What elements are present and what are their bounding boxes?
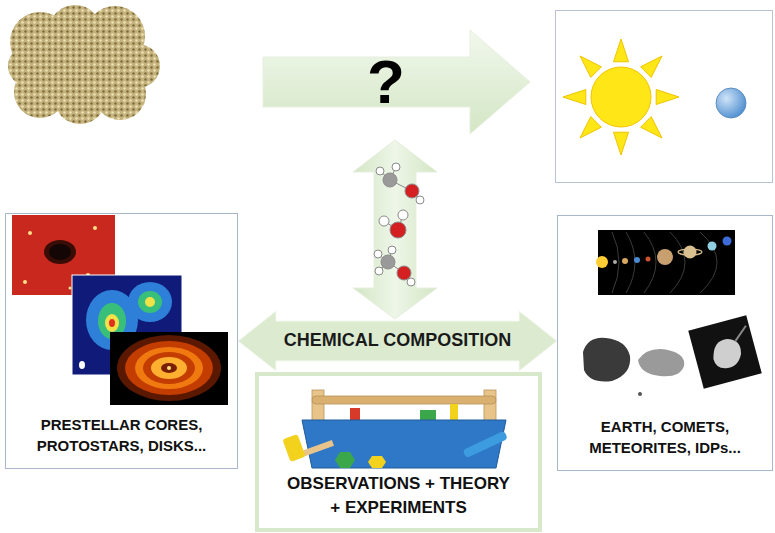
molecule <box>374 246 415 286</box>
sun-icon <box>656 90 679 105</box>
process-arrow <box>263 30 530 134</box>
molecule <box>376 167 384 175</box>
protostar-map <box>105 314 119 332</box>
planet-icon <box>716 88 746 118</box>
molecule <box>397 266 411 280</box>
prestellar-core-image <box>23 280 27 284</box>
meteorite-image <box>583 338 630 382</box>
toolbox-image <box>462 431 507 459</box>
solar-system-image <box>670 232 685 293</box>
prestellar-core-image <box>69 287 72 290</box>
prestellar-core-image <box>49 244 71 260</box>
solar-system-image <box>612 232 619 293</box>
disk-image <box>135 347 203 389</box>
solar-system-image <box>644 232 656 293</box>
solar-system-image <box>613 260 617 264</box>
cloud <box>40 25 120 105</box>
exchange-arrow <box>353 140 437 319</box>
toolbox-image <box>335 452 355 468</box>
sun-icon <box>563 39 679 155</box>
image-panel: EARTH, COMETS, METEORITES, IDPs... <box>557 215 773 471</box>
molecule <box>405 184 419 198</box>
sun-icon <box>641 56 662 77</box>
solar-system-image <box>657 249 673 265</box>
comet-image <box>688 315 761 388</box>
disk-image <box>125 341 213 395</box>
sun-icon <box>641 117 662 138</box>
molecule <box>376 163 424 204</box>
sun-icon <box>580 56 601 77</box>
molecule <box>379 216 389 226</box>
sun-icon <box>591 67 651 127</box>
protostar-map <box>145 297 155 307</box>
comet-image <box>709 336 744 371</box>
solar-system-image <box>622 258 628 264</box>
solar-system-image <box>646 257 651 262</box>
solar-system-image <box>634 257 640 263</box>
disk-image <box>110 332 228 405</box>
toolbox-box: OBSERVATIONS + THEORY + EXPERIMENTS <box>255 372 542 532</box>
molecule <box>392 163 400 171</box>
toolbox-image <box>368 456 386 468</box>
meteorite-image <box>638 349 684 376</box>
molecule <box>374 250 382 258</box>
disk-image <box>117 335 221 401</box>
molecule <box>390 222 406 238</box>
prestellar-core-image <box>28 231 32 235</box>
molecule <box>381 255 395 269</box>
double-arrow-band <box>238 311 557 371</box>
solar-system-image <box>684 246 697 259</box>
molecule <box>383 173 397 187</box>
prestellar-core-image <box>44 240 76 264</box>
result-frame <box>556 11 773 183</box>
solar-system-image <box>598 230 735 295</box>
toolbox-image <box>282 390 508 468</box>
question-mark: ? <box>367 51 405 113</box>
sun-icon <box>580 117 601 138</box>
solar-system-image <box>596 256 608 268</box>
disk-image <box>143 352 195 384</box>
solar-system-image <box>612 232 717 293</box>
meteorite-image <box>583 338 684 396</box>
solar-system-image <box>723 237 732 246</box>
protostar-map <box>128 282 172 322</box>
disk-image <box>167 366 171 370</box>
disk-image <box>161 363 177 373</box>
sun-icon <box>614 132 629 155</box>
protostar-map <box>109 319 115 327</box>
disk-image <box>110 332 228 405</box>
cloud <box>8 5 160 124</box>
sun-icon <box>614 39 629 62</box>
toolbox-image <box>312 396 496 404</box>
molecule <box>379 210 408 238</box>
protostar-map <box>138 291 162 313</box>
comet-image <box>688 315 761 388</box>
meteorite-image <box>638 392 642 396</box>
image-panel: PRESTELLAR CORES, PROTOSTARS, DISKS... <box>5 213 238 469</box>
molecule <box>416 196 424 204</box>
edge-label: CHEMICAL COMPOSITION <box>281 330 515 352</box>
panel-caption: EARTH, COMETS, METEORITES, IDPs... <box>565 416 765 458</box>
disk-image <box>151 357 187 379</box>
prestellar-core-image <box>93 226 97 230</box>
solar-system-image <box>700 232 717 293</box>
solar-system-image <box>596 230 735 295</box>
panel-caption: OBSERVATIONS + THEORY + EXPERIMENTS <box>286 472 511 520</box>
molecule <box>375 267 383 275</box>
comet-image <box>732 326 749 341</box>
protostar-map <box>79 361 85 369</box>
sun-icon <box>563 90 586 105</box>
molecule <box>388 246 396 254</box>
solar-system-image <box>708 242 717 251</box>
toolbox-image <box>282 434 305 462</box>
molecule <box>398 210 408 220</box>
panel-caption: PRESTELLAR CORES, PROTOSTARS, DISKS... <box>14 414 229 456</box>
